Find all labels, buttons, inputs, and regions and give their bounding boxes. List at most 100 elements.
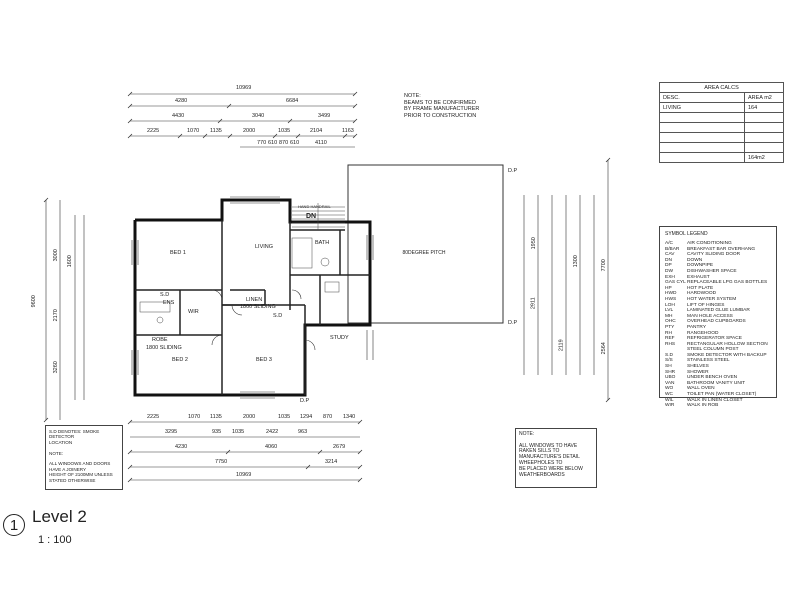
note-line: BY FRAME MANUFACTURER — [404, 106, 480, 112]
dim-right-3: 1300 — [572, 255, 579, 268]
legend-abbr: HWD — [665, 291, 677, 297]
dim-left-overall: 9600 — [30, 295, 37, 308]
legend-abbr: WC — [665, 392, 673, 398]
dim-bottom-row1-2: 1070 — [188, 414, 201, 420]
legend-abbr: LVL — [665, 308, 674, 314]
dim-top-row4-5: 1035 — [278, 128, 291, 134]
stair-down-label: DN — [306, 213, 317, 220]
note-line: NOTE: — [404, 93, 421, 99]
dim-left-4: 3260 — [52, 361, 59, 374]
legend-abbr: MH — [665, 313, 673, 319]
legend-desc: SMOKE DETECTOR WITH BACKUP — [687, 352, 767, 358]
note-line: WHEEPHOLES TO — [519, 459, 563, 466]
note-line: ALL WINDOWS TO HAVE — [519, 442, 578, 449]
dim-bottom-row4-2: 3214 — [325, 459, 338, 465]
outer-walls — [133, 198, 372, 397]
room-wir: WIR — [188, 309, 199, 315]
legend-item: DN DOWN — [665, 258, 771, 264]
drawing-scale: 1 : 100 — [38, 534, 72, 546]
legend-abbr: REF — [665, 336, 675, 342]
dim-top-overall: 10969 — [236, 85, 252, 91]
legend-desc: AIR CONDITIONING — [687, 241, 732, 246]
dimension-ticks — [43, 91, 611, 483]
legend-desc: DOWN — [687, 257, 703, 263]
legend-abbr: OHC — [665, 319, 676, 325]
door-swings — [211, 289, 316, 351]
room-bath: BATH — [315, 240, 330, 246]
roof-outline — [347, 164, 504, 324]
downpipe-marker: D.P — [300, 398, 310, 404]
dim-top-row5-1: 770 — [257, 140, 267, 146]
dim-right-overall: 7700 — [600, 259, 607, 272]
legend-desc: HARDWOOD — [687, 291, 717, 297]
legend-desc: STEEL COLUMN POST — [687, 347, 739, 353]
room-study: STUDY — [330, 335, 349, 341]
level-number: 1 — [9, 516, 19, 534]
dim-bottom-row1-5: 1035 — [278, 414, 291, 420]
legend-desc: DISHWASHER SPACE — [687, 268, 737, 274]
legend-abbr: DN — [665, 257, 672, 263]
legend-abbr: SH — [665, 364, 672, 370]
dim-bottom-row3-2: 4060 — [265, 444, 278, 450]
level-title: Level 2 — [32, 507, 87, 526]
legend-abbr: HP — [665, 285, 672, 291]
dim-top-row5-5: 4110 — [315, 140, 327, 146]
legend-desc: WALK IN ROB — [687, 403, 719, 409]
room-ens: ENS — [163, 300, 175, 306]
legend-abbr: DP — [665, 263, 672, 269]
legend-desc: LIFT OF HINGES — [687, 302, 725, 308]
dim-left-1: 3000 — [52, 249, 59, 262]
note-line: LOCATION — [49, 439, 73, 445]
legend-desc: DOWNPIPE — [687, 263, 714, 269]
hand-rail-label: HAND HANDRAIL — [298, 204, 331, 209]
legend-abbr: HWS — [665, 296, 677, 302]
legend-abbr: B/BAR — [665, 246, 680, 252]
legend-abbr: EXH — [665, 274, 675, 280]
window-marks — [131, 196, 374, 399]
dim-right-1: 1950 — [530, 237, 537, 250]
note-line: NOTE: — [519, 431, 535, 437]
legend-item: STEEL COLUMN POST — [665, 347, 771, 353]
legend-item: OHC OVERHEAD CUPBOARDS — [665, 319, 771, 325]
legend-desc: STAINLESS STEEL — [687, 358, 730, 364]
dim-bottom-row1-6: 1294 — [300, 414, 313, 420]
legend-abbr: RH — [665, 330, 672, 336]
note-line: WEATHERBOARDS — [519, 471, 565, 478]
windows-note-box: NOTE: ALL WINDOWS TO HAVE RAKEN SILLS TO… — [515, 428, 597, 488]
room-linen-sliding: 1800 SLIDING — [240, 304, 276, 310]
dim-top-row4-4: 2000 — [243, 128, 256, 134]
dim-top-row3-b: 3040 — [252, 113, 265, 119]
legend-abbr: WIL — [665, 397, 674, 403]
fixtures — [139, 237, 340, 324]
legend-desc: CAVITY SLIDING DOOR — [687, 252, 741, 258]
legend-desc: PANTRY — [687, 324, 707, 330]
note-line: DETECTOR — [49, 434, 75, 440]
legend-desc: OVERHEAD CUPBOARDS — [687, 319, 746, 325]
smoke-detector-note-box: S.D DENOTES: SMOKE DETECTOR LOCATION NOT… — [45, 425, 123, 490]
beams-note: NOTE: BEAMS TO BE CONFIRMED BY FRAME MAN… — [404, 93, 479, 119]
dim-bottom-row2-2: 935 — [212, 429, 222, 435]
dim-top-row2-b: 6684 — [286, 98, 299, 104]
note-line: HAVE A JOINERY — [49, 466, 87, 472]
note-line: RAKEN SILLS TO — [519, 448, 560, 455]
legend-abbr: UBO — [665, 375, 676, 381]
note-line: STATED OTHERWISE — [49, 477, 96, 483]
dim-top-row4-7: 1163 — [342, 128, 354, 134]
dim-bottom-row3-3: 2679 — [333, 444, 346, 450]
legend-item: HWD HARDWOOD — [665, 291, 771, 297]
dim-top-row5-2: 610 — [268, 140, 278, 146]
dim-top-row4-1: 2225 — [147, 128, 160, 134]
